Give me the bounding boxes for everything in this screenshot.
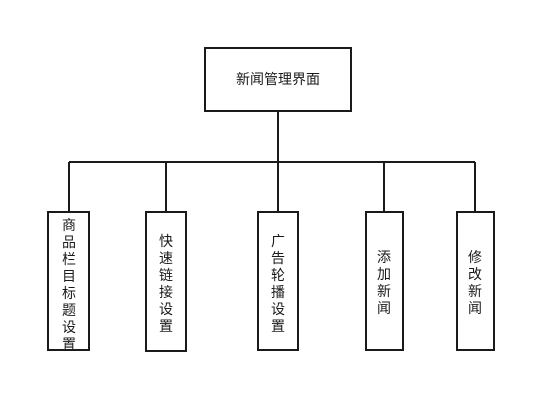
root-node-label: 新闻管理界面: [236, 72, 320, 88]
child-node-4: 添加新闻: [365, 211, 404, 351]
child-node-char: 设: [62, 320, 76, 336]
child-node-2: 快速链接设置: [145, 211, 187, 352]
child-node-char: 栏: [62, 252, 76, 268]
connector-lines: [68, 111, 476, 212]
child-node-char: 目: [62, 269, 76, 285]
child-node-box-2: [145, 211, 187, 352]
child-node-box-3: [257, 211, 299, 351]
child-node-char: 改: [468, 267, 482, 283]
child-node-char: 置: [271, 319, 285, 335]
child-node-label-1: 商品栏目标题设置: [62, 218, 76, 353]
child-node-char: 添: [377, 250, 391, 266]
child-node-char: 加: [377, 267, 391, 283]
child-node-char: 闻: [468, 301, 482, 317]
child-node-box-5: [456, 211, 495, 351]
root-node-box: [204, 47, 352, 112]
child-node-char: 新: [377, 284, 391, 300]
child-node-char: 标: [62, 286, 76, 302]
child-node-label-4: 添加新闻: [377, 250, 391, 317]
child-node-5: 修改新闻: [456, 211, 495, 351]
child-node-char: 速: [159, 251, 173, 267]
child-node-char: 闻: [377, 301, 391, 317]
child-node-char: 品: [62, 235, 76, 251]
child-node-label-5: 修改新闻: [468, 250, 482, 317]
child-node-1: 商品栏目标题设置: [47, 211, 90, 353]
child-node-char: 置: [62, 337, 76, 353]
child-node-box-1: [47, 211, 90, 351]
child-node-label-2: 快速链接设置: [159, 234, 173, 335]
child-node-char: 修: [468, 250, 482, 266]
root-node: 新闻管理界面: [204, 47, 352, 112]
child-node-char: 链: [159, 268, 173, 284]
child-node-char: 广: [271, 234, 285, 250]
child-node-char: 题: [62, 303, 76, 319]
child-node-char: 商: [62, 218, 76, 234]
child-node-char: 新: [468, 284, 482, 300]
child-node-char: 设: [159, 302, 173, 318]
child-node-3: 广告轮播设置: [257, 211, 299, 351]
child-node-char: 轮: [271, 268, 285, 284]
child-node-char: 告: [271, 251, 285, 267]
child-node-char: 设: [271, 302, 285, 318]
child-node-label-3: 广告轮播设置: [271, 234, 285, 335]
child-node-char: 快: [159, 234, 173, 250]
child-node-char: 接: [159, 284, 173, 301]
child-node-box-4: [365, 211, 404, 351]
child-node-char: 播: [271, 285, 285, 301]
child-node-char: 置: [159, 319, 173, 335]
